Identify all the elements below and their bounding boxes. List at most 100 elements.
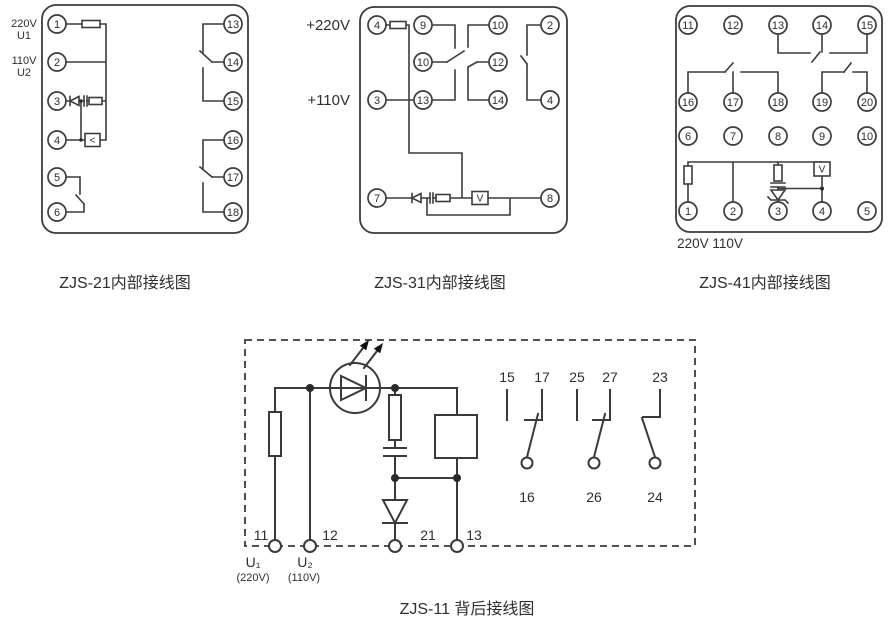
terminal-number: 2 <box>547 20 553 32</box>
terminal-number: 4 <box>374 20 380 32</box>
zjs31-diagram: +220V +110V V 4 9 10 2 10 12 3 13 <box>306 6 568 292</box>
zjs31-voltage-element-box <box>471 190 489 206</box>
terminal-circle <box>47 167 67 187</box>
zjs41-wires <box>687 33 868 203</box>
zjs41-resistor <box>683 165 693 185</box>
terminal-circle <box>223 14 243 34</box>
terminal-circle <box>47 130 67 150</box>
zjs11-diagram: 15 17 25 27 23 16 26 24 11 12 21 13 U₁ (… <box>236 339 696 618</box>
contact-number: 17 <box>534 369 550 385</box>
zjs21-capacitor <box>83 95 88 107</box>
zjs31-capacitor <box>429 192 434 204</box>
rear-terminal-circle <box>388 539 402 553</box>
contact-number: 24 <box>647 489 663 505</box>
terminal-number: 3 <box>54 96 60 108</box>
terminal-number: 12 <box>727 20 739 32</box>
terminal-number: 3 <box>374 95 380 107</box>
contact-number: 23 <box>652 369 668 385</box>
terminal-circle <box>678 201 698 221</box>
zjs21-contact-arms <box>74 49 214 206</box>
zjs11-junction-dot <box>453 474 461 482</box>
zjs11-resistor-mid <box>388 394 402 441</box>
zjs41-zener-diode-icon <box>766 189 790 205</box>
contact-number: 26 <box>586 489 602 505</box>
zjs11-u1-label: U₁ <box>246 554 261 570</box>
terminal-circle <box>768 92 788 112</box>
terminal-circle <box>857 15 877 35</box>
zjs41-capacitor <box>770 182 786 188</box>
terminal-number: 8 <box>547 193 553 205</box>
terminal-circle <box>812 126 832 146</box>
zjs31-diode-icon <box>410 192 422 204</box>
terminal-circle <box>540 15 560 35</box>
contact-number: 16 <box>519 489 535 505</box>
terminal-circle <box>223 167 243 187</box>
terminal-number: 14 <box>227 57 239 69</box>
zjs11-title: ZJS-11 背后接线图 <box>400 600 535 618</box>
zjs31-voltage-element-glyph: V <box>477 194 484 205</box>
terminal-circle <box>723 15 743 35</box>
terminal-number: 3 <box>775 206 781 218</box>
terminal-number: 11 <box>682 20 693 32</box>
terminal-circle <box>413 15 433 35</box>
zjs31-wires <box>385 24 542 216</box>
terminal-number: 1 <box>685 206 691 218</box>
terminal-circle <box>367 90 387 110</box>
zjs11-diode-icon <box>381 499 409 526</box>
terminal-number: 4 <box>54 135 60 147</box>
zjs41-junction-dot <box>820 186 824 191</box>
rear-terminal-circle <box>268 539 282 553</box>
zjs11-contact-group-2 <box>576 389 611 470</box>
zjs11-resistor-left <box>268 411 282 457</box>
zjs41-voltage-element-glyph: V <box>819 165 826 176</box>
terminal-circle <box>413 90 433 110</box>
zjs11-junction-dot <box>306 384 314 392</box>
terminal-circle <box>812 92 832 112</box>
rear-terminal-circle <box>450 539 464 553</box>
zjs21-voltage-label-110: 110V <box>12 55 38 67</box>
zjs31-voltage-label-110: +110V <box>307 92 350 109</box>
zjs31-case-outline <box>359 6 568 234</box>
terminal-circle <box>47 202 67 222</box>
zjs11-capacitor <box>383 447 407 457</box>
contact-terminal-circle <box>520 456 534 470</box>
terminal-circle <box>488 15 508 35</box>
terminal-circle <box>768 15 788 35</box>
terminal-circle <box>857 92 877 112</box>
terminal-circle <box>413 52 433 72</box>
terminal-circle <box>857 126 877 146</box>
zjs21-relay-element-box <box>84 132 101 148</box>
terminal-number: 14 <box>816 20 828 32</box>
terminal-circle <box>678 92 698 112</box>
terminal-circle <box>678 15 698 35</box>
zjs21-voltage-label-u1: U1 <box>17 30 31 42</box>
zjs41-voltage-element-box <box>813 161 831 177</box>
zjs11-u2-voltage: (110V) <box>288 572 320 584</box>
terminal-circle <box>540 188 560 208</box>
terminal-number: 14 <box>492 95 504 107</box>
terminal-number: 16 <box>227 135 239 147</box>
terminal-circle <box>47 91 67 111</box>
terminal-number: 9 <box>420 20 426 32</box>
terminal-number: 15 <box>227 96 239 108</box>
terminal-number: 12 <box>492 57 504 69</box>
terminal-circle <box>223 130 243 150</box>
terminal-number: 8 <box>775 131 781 143</box>
zjs21-junction-dot <box>79 99 83 103</box>
terminal-number: 10 <box>417 57 429 69</box>
terminal-number: 6 <box>54 207 60 219</box>
terminal-circle <box>723 126 743 146</box>
zjs21-voltage-label-u2: U2 <box>17 67 31 79</box>
terminal-number: 2 <box>54 57 60 69</box>
terminal-circle <box>857 201 877 221</box>
terminal-number: 2 <box>730 206 736 218</box>
terminal-circle <box>488 90 508 110</box>
contact-number: 25 <box>569 369 585 385</box>
rear-terminal-number: 13 <box>466 527 482 543</box>
zjs41-voltage-label: 220V 110V <box>677 236 743 251</box>
terminal-circle <box>488 52 508 72</box>
terminal-number: 13 <box>772 20 784 32</box>
terminal-circle <box>812 201 832 221</box>
terminal-circle <box>47 52 67 72</box>
